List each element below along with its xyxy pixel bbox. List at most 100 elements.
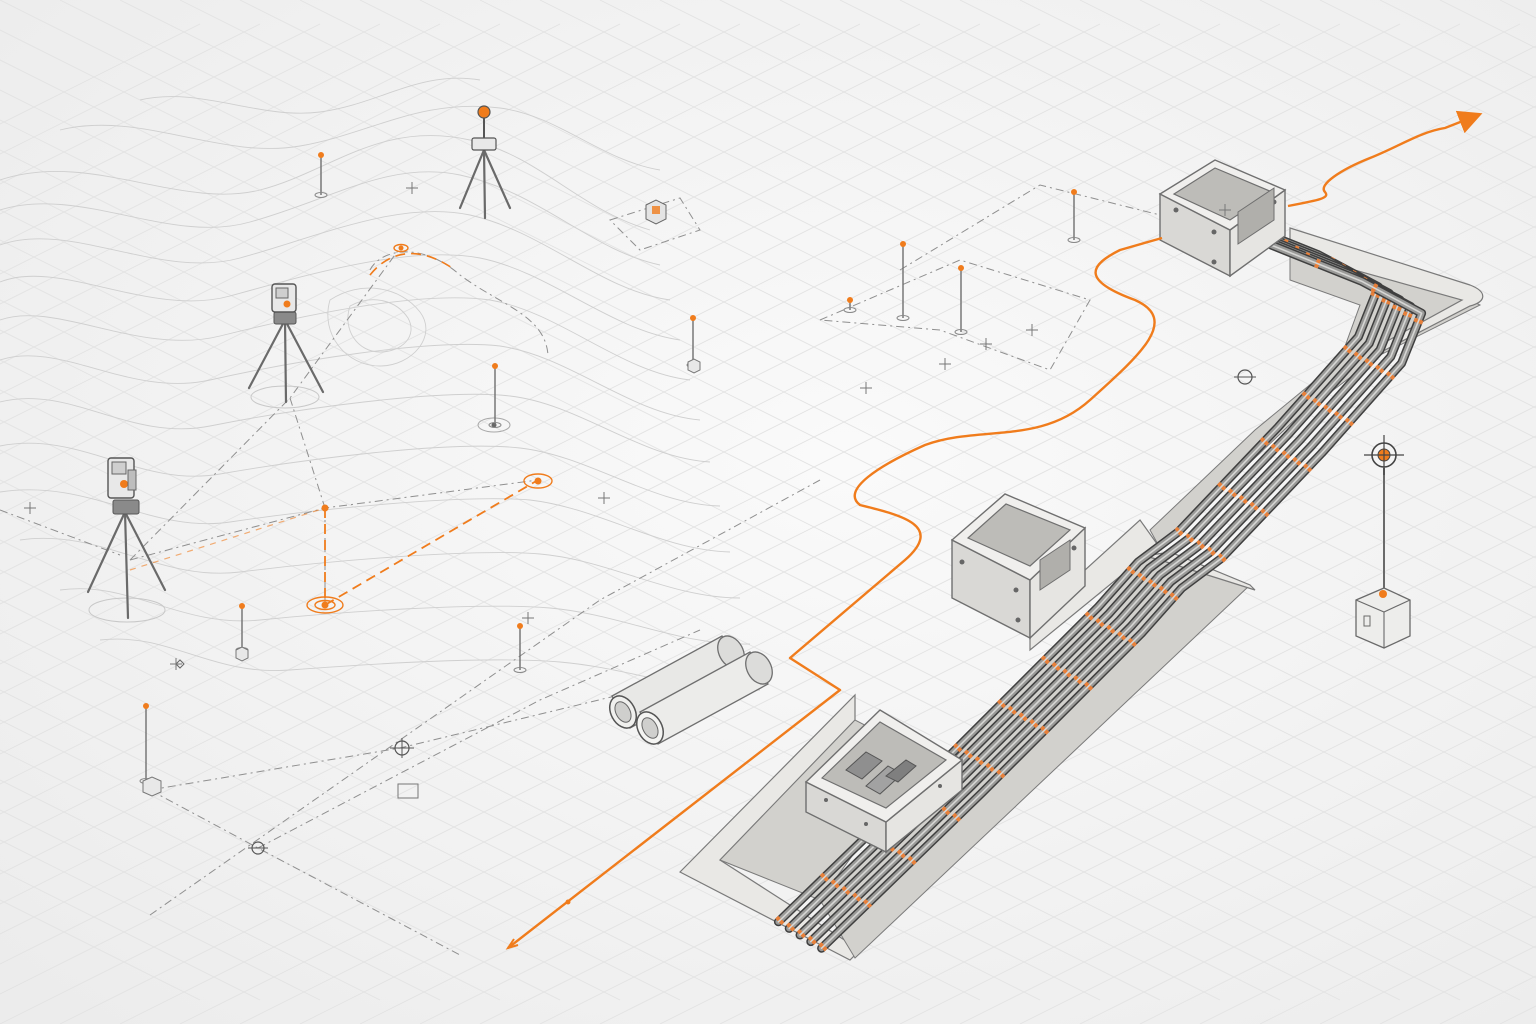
grid-line [479, 0, 1536, 529]
reference-tick [860, 382, 872, 394]
planned-route [505, 110, 1483, 950]
grid-line [0, 23, 741, 395]
survey-monuments [142, 199, 701, 797]
concrete-chamber-lower [804, 709, 964, 854]
grid-line [899, 705, 1536, 1024]
grid-line [359, 0, 1536, 589]
grid-line [0, 689, 621, 1001]
control-point-orange [523, 473, 553, 489]
survey-stake-icon [513, 623, 527, 673]
ground-mark [175, 659, 185, 669]
grid-line [599, 0, 1536, 469]
crosshair-target-icon [1234, 369, 1256, 385]
grid-line [0, 329, 1341, 1001]
grid-line [299, 0, 1536, 619]
grid-line [959, 735, 1536, 1024]
grid-line [0, 809, 381, 1001]
reference-tick [980, 338, 992, 350]
reference-tick [24, 502, 36, 514]
arrow-head-icon [505, 938, 519, 950]
grid-line [719, 0, 1536, 409]
grid-line [0, 749, 501, 1001]
grid-line [0, 23, 1281, 665]
control-points [175, 243, 1256, 855]
survey-stake-icon [843, 297, 857, 313]
conduit-pipe-bundle [773, 214, 1428, 953]
grid-line [0, 23, 1341, 695]
grid-line [0, 23, 621, 335]
grid-line [779, 0, 1536, 379]
grid-line [1199, 0, 1536, 169]
concrete-chamber-upper [1158, 159, 1287, 278]
grid-line [0, 59, 1536, 829]
grid-line [0, 479, 1041, 1001]
grid-line [359, 435, 1536, 1024]
grid-line [0, 75, 1536, 845]
grid-line [0, 225, 1536, 995]
grid-line [899, 0, 1536, 319]
grid-line [0, 23, 981, 515]
grid-line [0, 599, 801, 1001]
grid-line [0, 23, 1221, 635]
grid-line [0, 105, 1536, 875]
grid-line [779, 645, 1536, 1024]
grid-line [0, 629, 741, 1001]
grid-line [0, 23, 381, 215]
grid-line [1139, 825, 1536, 1024]
grid-line [0, 719, 561, 1001]
grid-line [0, 23, 861, 455]
control-point-orange [321, 504, 329, 512]
grid-line [0, 569, 861, 1001]
total-station-icon [107, 457, 137, 499]
grid-line [119, 315, 1536, 1024]
spare-pipes [608, 635, 773, 745]
grid-line [0, 119, 1536, 889]
monument-box [1355, 587, 1411, 649]
grid-line [0, 299, 1401, 1001]
reference-tick [939, 358, 951, 370]
grid-line [0, 195, 1536, 965]
ground-mark [397, 783, 419, 799]
grid-line [0, 509, 981, 1001]
monument-box [687, 358, 701, 374]
grid-line [0, 179, 1536, 949]
grid-line [0, 659, 681, 1001]
reference-tick [1219, 204, 1231, 216]
grid-line [0, 23, 501, 275]
survey-stake-icon [314, 152, 328, 198]
grid-line [0, 269, 1461, 1001]
reference-ticks [24, 182, 1231, 670]
grid-line [0, 135, 1536, 905]
grid-line [0, 23, 1401, 725]
grid-line [0, 239, 1521, 1001]
grid-line [0, 23, 561, 305]
monument-box [645, 199, 667, 225]
grid-line [0, 23, 1041, 545]
grid-line [299, 405, 1536, 1024]
orange-traverse [129, 252, 539, 606]
total-station-middle [247, 283, 325, 409]
reference-tick [170, 658, 182, 670]
monument-box [235, 646, 249, 662]
grid-line [119, 0, 1536, 709]
reference-tick [406, 182, 418, 194]
grid-line [0, 29, 1536, 799]
grid-line [1019, 765, 1536, 1024]
grid-line [1199, 855, 1536, 1024]
topographic-contours [0, 77, 761, 691]
grid-line [179, 0, 1536, 679]
grid-line [1079, 795, 1536, 1024]
grid-line [0, 23, 1461, 755]
survey-stakes [139, 152, 1081, 784]
grid-line [419, 0, 1536, 559]
prism-icon [477, 105, 491, 119]
grid-line [0, 23, 1161, 605]
reference-tick [598, 492, 610, 504]
reference-tick [1026, 324, 1038, 336]
reference-tick [522, 612, 534, 624]
grid-line [539, 0, 1536, 499]
grid-line [0, 23, 921, 485]
grid-line [1079, 0, 1536, 229]
survey-stake-icon [1067, 189, 1081, 243]
grid-line [659, 0, 1536, 439]
